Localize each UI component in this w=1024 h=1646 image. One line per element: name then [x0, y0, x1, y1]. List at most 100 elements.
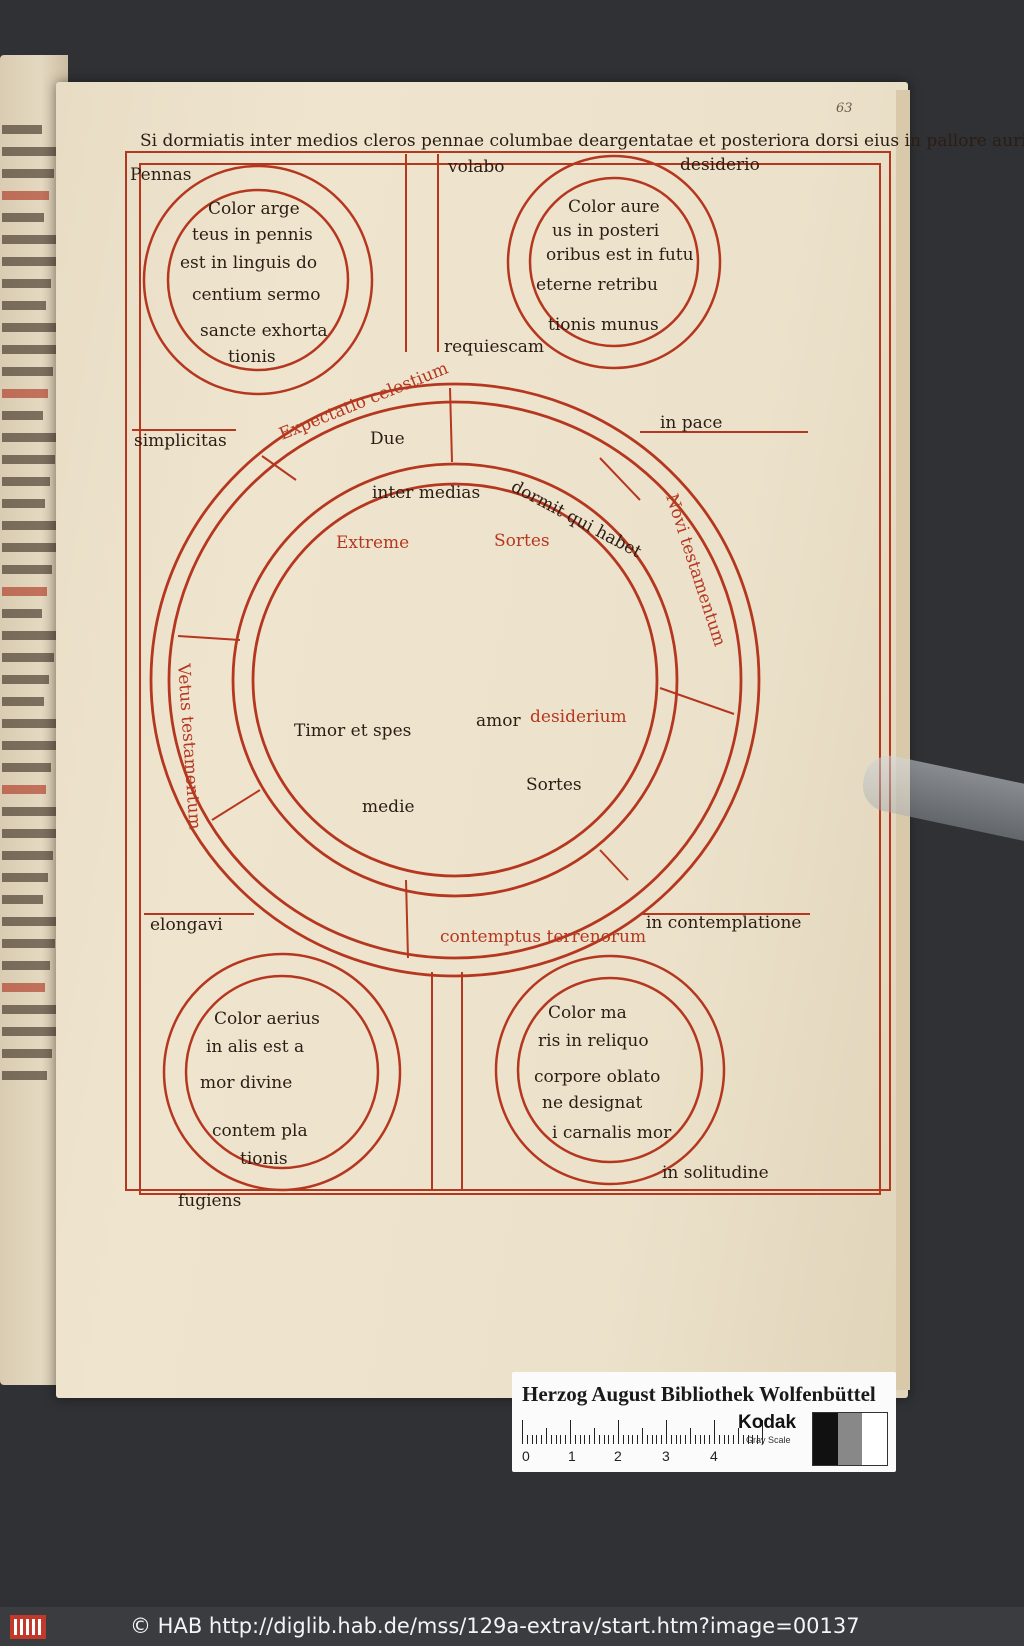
svg-text:Color ma: Color ma	[548, 1003, 627, 1023]
facing-page-text-line	[2, 829, 58, 838]
ruler-tick	[694, 1435, 696, 1444]
ruler-tick	[709, 1435, 711, 1444]
facing-page-text-line	[2, 1027, 57, 1036]
facing-page-text-line	[2, 323, 63, 332]
ruler-number: 1	[568, 1448, 576, 1464]
svg-text:simplicitas: simplicitas	[134, 431, 227, 451]
ruler-tick	[651, 1435, 653, 1444]
svg-text:Sortes: Sortes	[494, 531, 550, 551]
top-left-circle-text: Color arge teus in pennis est in linguis…	[180, 199, 328, 367]
ruler-number: 4	[710, 1448, 718, 1464]
facing-page-text-line	[2, 807, 63, 816]
ruler-tick	[541, 1435, 543, 1444]
svg-text:desiderio: desiderio	[680, 155, 760, 175]
facing-page-text-line	[2, 565, 52, 574]
facing-page-text-line	[2, 697, 44, 706]
central-circles	[149, 382, 761, 978]
ruler-tick	[685, 1435, 687, 1444]
side-labels: Pennas volabo desiderio simplicitas in p…	[130, 155, 801, 1211]
facing-page-text-line	[2, 719, 61, 728]
card-title: Herzog August Bibliothek Wolfenbüttel	[522, 1382, 876, 1406]
ruler-tick	[555, 1435, 557, 1444]
ruler-tick	[632, 1435, 634, 1444]
svg-text:corpore oblato: corpore oblato	[534, 1067, 660, 1087]
svg-text:elongavi: elongavi	[150, 915, 223, 935]
ruler-tick	[594, 1428, 595, 1444]
svg-text:ne designat: ne designat	[542, 1093, 642, 1113]
facing-page-text-line	[2, 653, 54, 662]
ruler-tick	[627, 1435, 629, 1444]
ruler-tick	[637, 1435, 639, 1444]
facing-page-text-line	[2, 257, 56, 266]
ruler-tick	[526, 1435, 528, 1444]
facing-page-text-line	[2, 169, 54, 178]
facing-page-text-line	[2, 499, 45, 508]
ruler-tick	[570, 1420, 571, 1444]
brand-label: Kodak	[738, 1412, 797, 1433]
ruler-number: 0	[522, 1448, 530, 1464]
ruler-tick	[574, 1435, 576, 1444]
facing-page-text-line	[2, 279, 51, 288]
svg-text:mor divine: mor divine	[200, 1073, 292, 1093]
ruler-tick	[584, 1435, 586, 1444]
ruler-tick	[752, 1435, 754, 1444]
footer-url[interactable]: © HAB http://diglib.hab.de/mss/129a-extr…	[130, 1614, 860, 1638]
svg-text:amor: amor	[476, 711, 521, 731]
facing-page-text-line	[2, 763, 51, 772]
facing-page-text-line	[2, 1005, 62, 1014]
card-ruler	[522, 1418, 784, 1444]
ruler-tick	[608, 1435, 610, 1444]
ruler-tick	[675, 1435, 677, 1444]
ruler-tick	[680, 1435, 682, 1444]
ruler-tick	[618, 1420, 619, 1444]
facing-page-text-line	[2, 917, 60, 926]
svg-text:desiderium: desiderium	[530, 707, 627, 727]
facing-page-text-line	[2, 147, 59, 156]
svg-text:fugiens: fugiens	[178, 1191, 241, 1211]
ruler-tick	[699, 1435, 701, 1444]
bottom-right-circle-text: Color ma ris in reliquo corpore oblato n…	[534, 1003, 672, 1143]
svg-text:medie: medie	[362, 797, 415, 817]
facing-page-text-line	[2, 609, 42, 618]
outer-ring-text: Si dormiatis inter medios cleros pennae …	[140, 131, 1024, 151]
svg-text:tionis: tionis	[240, 1149, 288, 1169]
ruler-tick	[531, 1435, 533, 1444]
ruler-tick	[656, 1435, 658, 1444]
ruler-tick	[598, 1435, 600, 1444]
facing-page-text-line	[2, 411, 43, 420]
svg-text:Timor et spes: Timor et spes	[294, 721, 411, 741]
ruler-tick	[536, 1435, 538, 1444]
svg-text:Pennas: Pennas	[130, 165, 192, 185]
facing-page-text-line	[2, 433, 60, 442]
svg-text:Expectatio celestium: Expectatio celestium	[276, 358, 451, 444]
ruler-tick	[589, 1435, 591, 1444]
svg-text:tionis munus: tionis munus	[548, 315, 659, 335]
color-card: Herzog August Bibliothek Wolfenbüttel 0 …	[512, 1372, 896, 1472]
facing-page-text-line	[2, 851, 53, 860]
svg-text:us in posteri: us in posteri	[552, 221, 660, 241]
svg-text:contemptus terrenorum: contemptus terrenorum	[440, 927, 646, 947]
svg-text:sancte exhorta: sancte exhorta	[200, 321, 328, 341]
ruler-tick	[661, 1435, 663, 1444]
facing-page-text-line	[2, 675, 49, 684]
ruler-tick	[738, 1428, 739, 1444]
ruler-number: 2	[614, 1448, 622, 1464]
bottom-left-circle-text: Color aerius in alis est a mor divine co…	[200, 1009, 320, 1169]
facing-page-text-line	[2, 301, 46, 310]
facing-page-text-line	[2, 455, 55, 464]
ruler-tick	[622, 1435, 624, 1444]
svg-text:inter medias: inter medias	[372, 483, 480, 503]
circle-top-left	[142, 164, 374, 396]
facing-page-text-line	[2, 631, 59, 640]
svg-text:in contemplatione: in contemplatione	[646, 913, 801, 933]
svg-text:Due: Due	[370, 429, 405, 449]
ruler-tick	[579, 1435, 581, 1444]
ruler-tick	[642, 1428, 643, 1444]
svg-text:oribus est in futu: oribus est in futu	[546, 245, 694, 265]
svg-text:Color arge: Color arge	[208, 199, 300, 219]
ruler-number: 3	[662, 1448, 670, 1464]
ruler-tick	[742, 1435, 744, 1444]
ruler-tick	[666, 1420, 667, 1444]
facing-page-text-line	[2, 477, 50, 486]
ruler-tick	[718, 1435, 720, 1444]
